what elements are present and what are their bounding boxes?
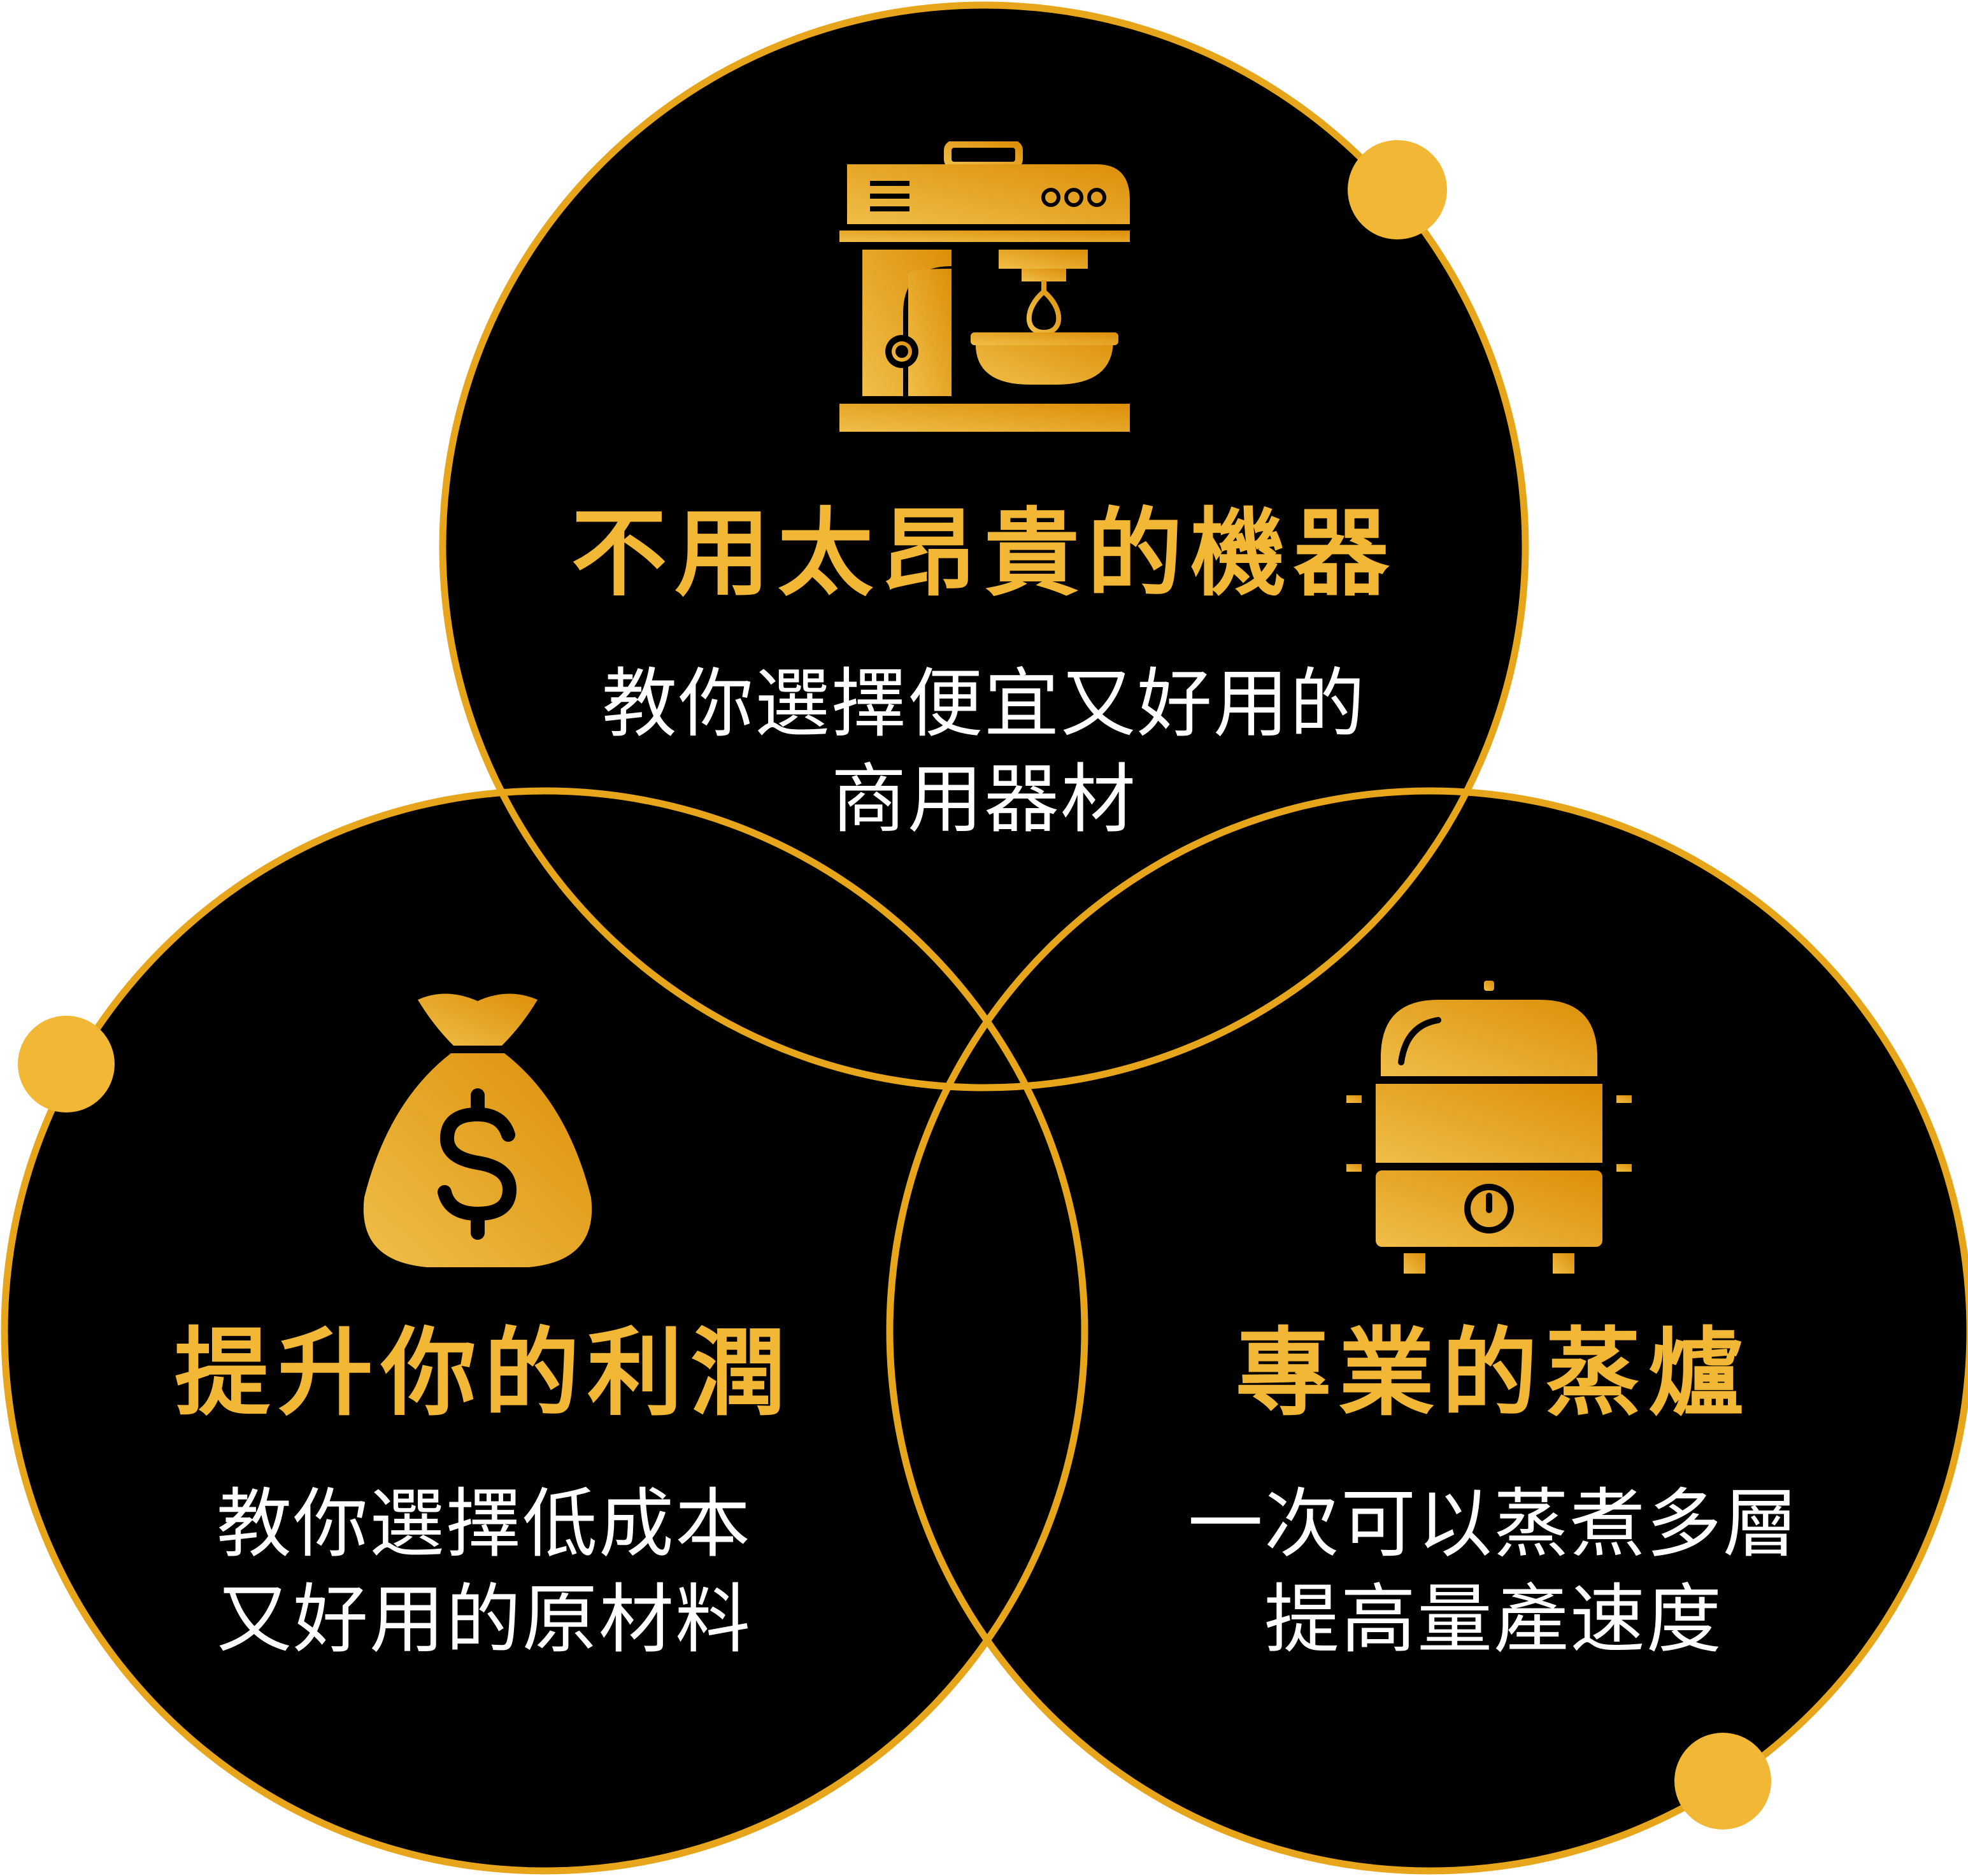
top-circle-description: 教你選擇便宜又好用的 商用器材 (538, 656, 1430, 847)
left-circle-title: 提升你的利潤 (174, 1318, 794, 1429)
top-circle-line-1: 教你選擇便宜又好用的 (601, 660, 1366, 748)
left-circle-description: 教你選擇低成本 又好用的原材料 (102, 1476, 866, 1667)
right-circle-line-2: 提高量產速度 (1264, 1575, 1723, 1663)
top-circle-title: 不用太昂貴的機器 (571, 499, 1397, 609)
left-circle-line-1: 教你選擇低成本 (216, 1480, 752, 1568)
right-circle-title: 專業的蒸爐 (1235, 1318, 1751, 1429)
circle-ring-top (439, 1, 1529, 1091)
circle-ring-left (1, 787, 1088, 1875)
circle-ring-right (886, 787, 1968, 1875)
right-circle-line-1: 一次可以蒸煮多層 (1187, 1480, 1799, 1568)
accent-dot-top-right (1348, 140, 1447, 239)
left-circle-line-2: 又好用的原材料 (216, 1575, 752, 1663)
accent-dot-left (18, 1016, 115, 1112)
money-bag-icon (357, 987, 599, 1274)
stand-mixer-icon (839, 141, 1130, 432)
steamer-icon (1343, 981, 1636, 1274)
top-circle-line-2: 商用器材 (831, 755, 1137, 843)
accent-dot-bottom-right (1674, 1733, 1771, 1830)
right-circle-description: 一次可以蒸煮多層 提高量產速度 (1111, 1476, 1876, 1667)
